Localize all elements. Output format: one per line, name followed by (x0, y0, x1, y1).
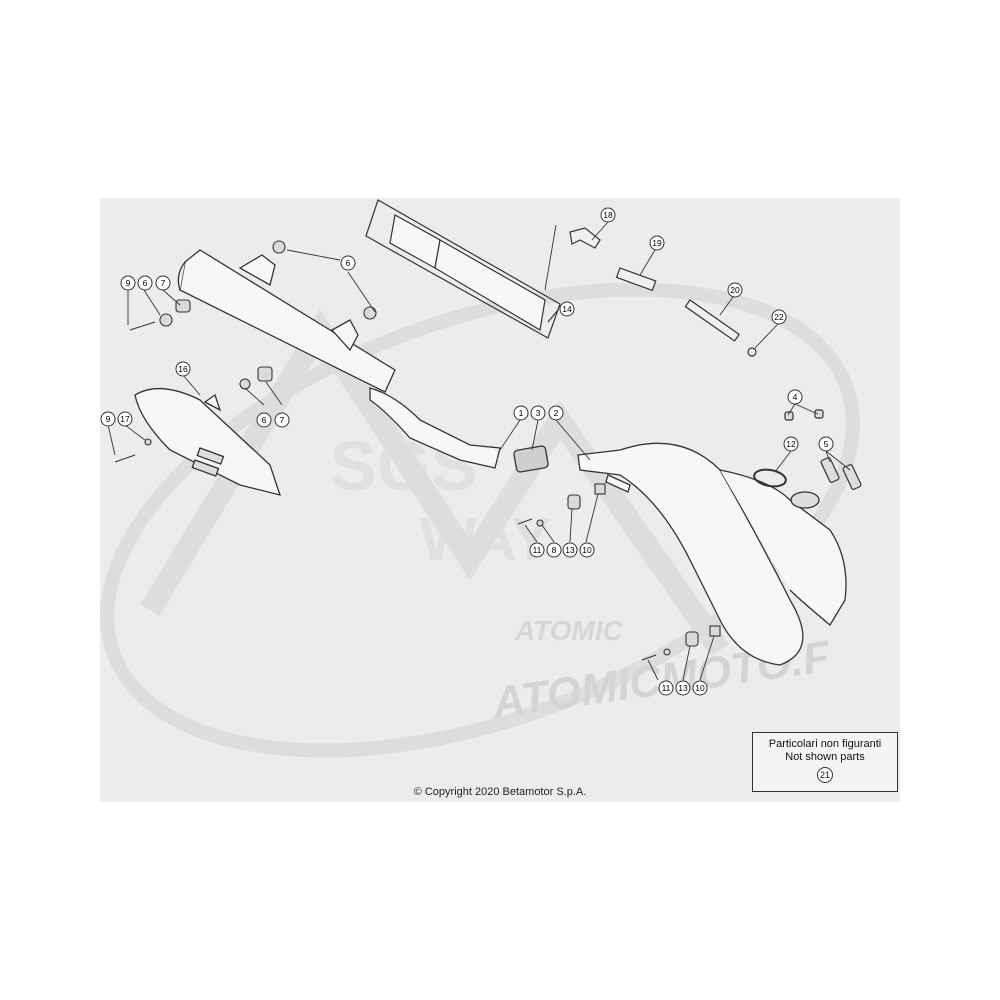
callout-10b: 10 (692, 680, 708, 696)
svg-text:3: 3 (536, 408, 541, 418)
svg-text:9: 9 (126, 278, 131, 288)
coupling-spring (513, 445, 549, 473)
callout-21: 21 (817, 767, 833, 783)
svg-text:7: 7 (280, 415, 285, 425)
svg-text:10: 10 (582, 545, 592, 555)
svg-text:14: 14 (562, 304, 572, 314)
callout-6c: 6 (256, 412, 272, 428)
callout-4: 4 (787, 389, 803, 405)
svg-text:20: 20 (730, 285, 740, 295)
svg-text:6: 6 (346, 258, 351, 268)
svg-text:5: 5 (824, 439, 829, 449)
svg-text:2: 2 (554, 408, 559, 418)
callout-12: 12 (783, 436, 799, 452)
callout-11b: 11 (658, 680, 674, 696)
leader-lines (107, 221, 851, 681)
silencer (177, 249, 501, 469)
callout-7b: 7 (274, 412, 290, 428)
callout-9b: 9 (100, 411, 116, 427)
callout-1: 1 (513, 405, 529, 421)
callout-13b: 13 (675, 680, 691, 696)
callout-19: 19 (649, 235, 665, 251)
not-shown-line2: Not shown parts (785, 751, 865, 763)
callout-17: 17 (117, 411, 133, 427)
svg-text:11: 11 (662, 683, 671, 693)
callouts: 6 9 6 7 16 9 17 6 7 14 18 19 20 22 1 3 2… (100, 207, 834, 696)
expansion-chamber (577, 442, 847, 666)
not-shown-line1: Particolari non figuranti (768, 738, 882, 750)
svg-text:11: 11 (533, 545, 542, 555)
svg-text:16: 16 (178, 364, 188, 374)
svg-text:6: 6 (262, 415, 267, 425)
svg-text:18: 18 (603, 210, 613, 220)
packing-kit-box (365, 199, 561, 339)
callout-2: 2 (548, 405, 564, 421)
watermark-logo-text: ATOMIC (514, 615, 624, 646)
callout-7a: 7 (155, 275, 171, 291)
svg-text:6: 6 (143, 278, 148, 288)
svg-text:7: 7 (161, 278, 166, 288)
copyright-text: © Copyright 2020 Betamotor S.p.A. (413, 786, 587, 798)
callout-6a: 6 (340, 255, 356, 271)
svg-text:8: 8 (552, 545, 557, 555)
svg-text:9: 9 (106, 414, 111, 424)
callout-10a: 10 (579, 542, 595, 558)
svg-text:10: 10 (695, 683, 705, 693)
callout-18: 18 (600, 207, 616, 223)
callout-13a: 13 (562, 542, 578, 558)
callout-8: 8 (546, 542, 562, 558)
svg-text:12: 12 (786, 439, 796, 449)
svg-text:4: 4 (793, 392, 798, 402)
svg-text:19: 19 (652, 238, 662, 248)
callout-20: 20 (727, 282, 743, 298)
callout-14: 14 (559, 301, 575, 317)
vent-tube (569, 227, 757, 357)
callout-22: 22 (771, 309, 787, 325)
watermark-dots: SGS WAY (330, 427, 551, 573)
svg-text:WAY: WAY (420, 506, 551, 573)
callout-11a: 11 (529, 542, 545, 558)
hardware (114, 240, 721, 661)
not-shown-parts-box: Particolari non figuranti Not shown part… (752, 732, 898, 792)
callout-6b: 6 (137, 275, 153, 291)
springs (784, 409, 862, 490)
svg-text:13: 13 (678, 683, 688, 693)
callout-5: 5 (818, 436, 834, 452)
svg-text:17: 17 (120, 414, 130, 424)
heat-shield (134, 387, 281, 496)
svg-text:13: 13 (565, 545, 575, 555)
svg-text:1: 1 (519, 408, 524, 418)
svg-text:22: 22 (774, 312, 784, 322)
callout-16: 16 (175, 361, 191, 377)
o-ring (753, 468, 787, 488)
callout-3: 3 (530, 405, 546, 421)
callout-9a: 9 (120, 275, 136, 291)
